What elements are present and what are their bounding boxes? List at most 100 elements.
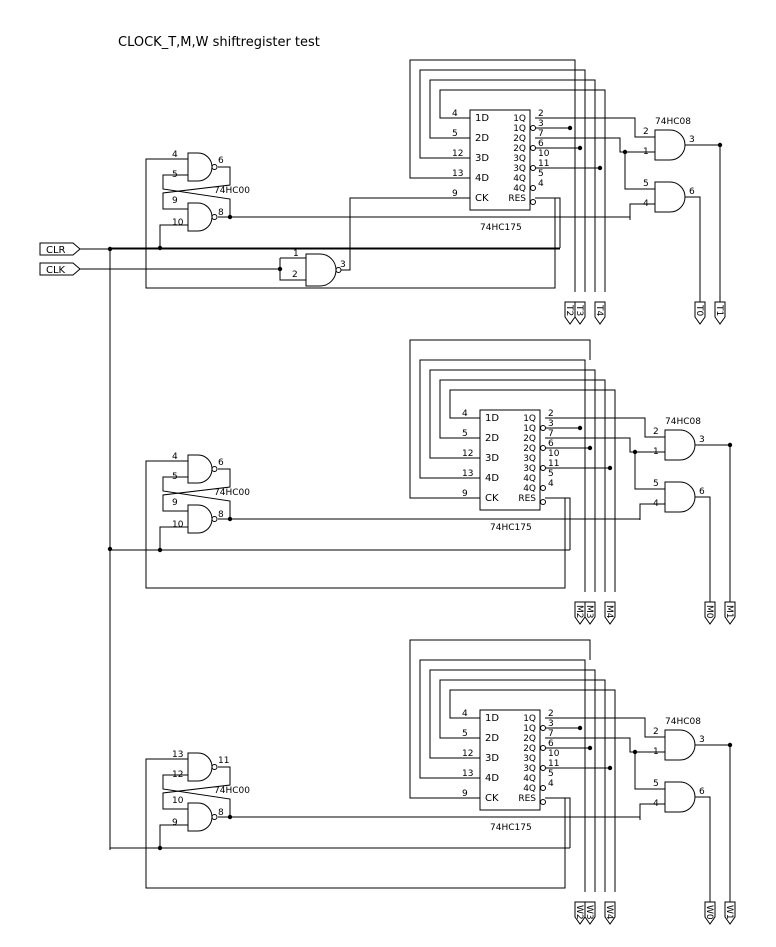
port-label: M3 <box>584 605 594 619</box>
port-label: W0 <box>704 905 714 920</box>
ff-input-label: 2D <box>475 133 489 144</box>
part-label: 74HC00 <box>214 786 250 796</box>
latch-nand-b <box>187 504 213 534</box>
junction-dot <box>157 245 163 251</box>
inversion-bubble <box>530 165 536 171</box>
inversion-bubble <box>540 485 546 491</box>
latch-nand-a <box>187 454 213 484</box>
and-output-wire <box>685 196 701 302</box>
part-label: 74HC08 <box>665 417 701 427</box>
port-flag <box>584 601 596 625</box>
junction-dot <box>227 214 233 220</box>
inversion-bubble <box>211 764 218 770</box>
pin-number: 3 <box>538 119 544 129</box>
pin-number: 4 <box>172 452 178 462</box>
latch-wire <box>145 460 566 589</box>
pin-number: 9 <box>172 196 178 206</box>
ff-input-label: 3D <box>475 153 489 164</box>
pin-number: 10 <box>172 520 184 530</box>
pin-number: 3 <box>699 435 705 445</box>
and-gate-1 <box>664 729 696 761</box>
latch-cross-wire <box>162 766 231 810</box>
ff-74hc175 <box>479 409 541 511</box>
pin-number: 12 <box>462 749 473 759</box>
port-label: W2 <box>574 905 584 920</box>
stage-m: 74HC1751D42D53D124D13CK91Q1Q2Q2Q3Q3Q4Q4Q… <box>110 339 736 625</box>
input-port-label: CLR <box>46 245 66 256</box>
latch-clr-wire <box>159 526 188 550</box>
inversion-bubble <box>540 785 546 791</box>
res-wire <box>545 497 571 550</box>
and-input-wire <box>535 117 655 138</box>
and-output-wire <box>695 744 731 902</box>
ff-input-label: 4D <box>475 173 489 184</box>
junction-dot <box>107 246 113 252</box>
ff-74hc175 <box>469 109 531 211</box>
feedback-wire <box>439 679 606 892</box>
and-input-wire <box>624 152 655 190</box>
pin-number: 6 <box>689 187 695 197</box>
inversion-bubble <box>530 185 536 191</box>
inversion-bubble <box>211 516 218 522</box>
pin-number: 6 <box>218 458 224 468</box>
output-port: T2 <box>564 301 576 325</box>
ff-output-label: RES <box>518 794 536 804</box>
port-label: M0 <box>704 605 714 619</box>
port-flag <box>574 901 586 925</box>
junction-dot <box>577 725 583 731</box>
inversion-bubble <box>211 214 218 220</box>
port-label: M4 <box>604 605 614 619</box>
ff-input-label: CK <box>485 493 499 504</box>
pin-number: 5 <box>653 779 659 789</box>
port-flag <box>574 301 586 325</box>
port-flag <box>714 301 726 325</box>
pin-number: 2 <box>643 127 649 137</box>
port-label: T2 <box>564 304 574 316</box>
pin-number: 4 <box>462 709 468 719</box>
and-output-wire <box>685 144 721 302</box>
ff-output-label: 3Q <box>523 454 536 464</box>
pin-number: 4 <box>538 179 544 189</box>
pin-number: 11 <box>218 756 229 766</box>
output-port: W1 <box>724 901 736 925</box>
and-gate-2 <box>664 781 696 813</box>
ff-output-label: RES <box>518 494 536 504</box>
pin-number: 2 <box>653 727 659 737</box>
port-label: M2 <box>574 605 584 619</box>
ff-input-label: CK <box>475 193 489 204</box>
pin-number: 9 <box>172 498 178 508</box>
output-port: M4 <box>604 601 616 625</box>
and-input-wire <box>535 137 655 153</box>
part-label: 74HC00 <box>214 488 250 498</box>
and-gate-2 <box>654 181 686 213</box>
part-label: 74HC175 <box>490 823 532 833</box>
junction-dot <box>607 465 613 471</box>
pin-number: 2 <box>538 109 544 119</box>
pin-number: 6 <box>538 139 544 149</box>
junction-dot <box>157 845 163 851</box>
junction-dot <box>227 516 233 522</box>
stage-w: 74HC1751D42D53D124D13CK91Q1Q2Q2Q3Q3Q4Q4Q… <box>110 639 736 925</box>
junction-dot <box>577 145 583 151</box>
ff-output-label: 1Q <box>523 414 536 424</box>
and-input-wire <box>545 437 665 453</box>
pin-number: 4 <box>548 479 554 489</box>
output-port: T3 <box>574 301 586 325</box>
feedback-wire <box>429 79 596 292</box>
latch-cross-wire <box>162 468 231 512</box>
port-label: T3 <box>574 304 584 316</box>
output-port: T1 <box>714 301 726 325</box>
ff-output-label: 4Q <box>523 474 536 484</box>
pin-number: 5 <box>452 129 458 139</box>
feedback-wire <box>419 359 586 592</box>
ff-output-label: 2Q <box>523 434 536 444</box>
output-port: T0 <box>694 301 706 325</box>
pin-number: 3 <box>548 719 554 729</box>
junction-dot <box>227 814 233 820</box>
inversion-bubble <box>540 799 546 805</box>
pin-number: 3 <box>340 260 346 270</box>
and-input-wire <box>629 203 655 220</box>
ff-output-label: 2Q <box>513 134 526 144</box>
inversion-bubble <box>530 145 536 151</box>
